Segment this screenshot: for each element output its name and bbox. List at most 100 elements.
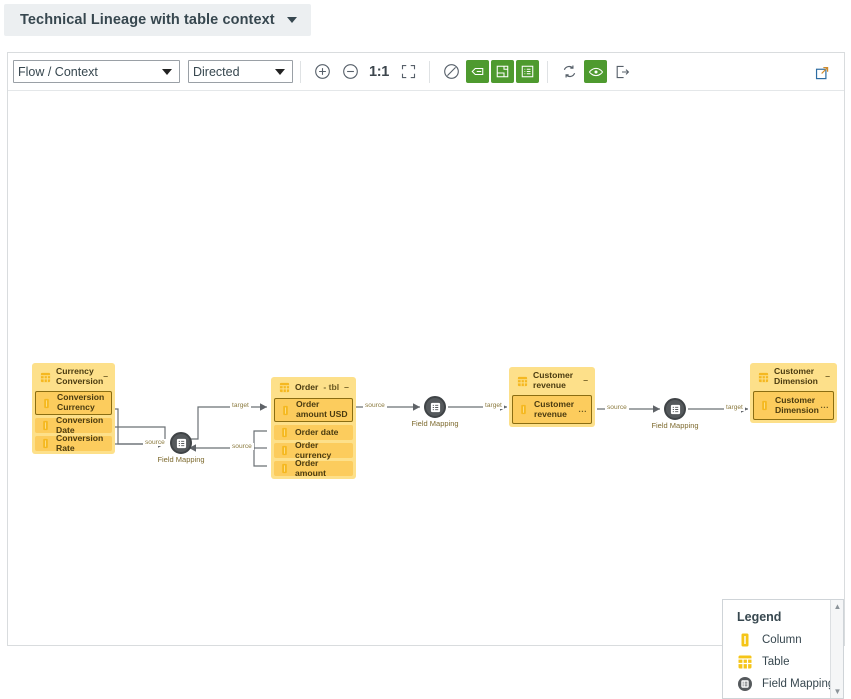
column-row[interactable]: Customer revenue ... — [512, 395, 592, 424]
open-in-new-icon[interactable] — [810, 61, 834, 85]
column-row[interactable]: Order amount USD — [274, 398, 353, 422]
edge-label-target: target — [230, 402, 251, 409]
column-row[interactable]: Customer Dimension ... — [753, 391, 834, 420]
field-mapping-icon — [670, 404, 680, 414]
legend-content: Legend Column Table — [723, 600, 843, 692]
layout-toggle-icon[interactable] — [491, 60, 515, 83]
legend-item-label: Table — [762, 656, 790, 668]
lineage-view-selector[interactable]: Technical Lineage with table context — [4, 4, 311, 36]
table-icon — [738, 655, 752, 669]
column-icon — [44, 398, 49, 408]
chevron-up-icon[interactable]: ▲ — [833, 602, 842, 611]
flow-context-select-wrap: Flow / Context — [13, 60, 180, 83]
field-mapping-icon — [430, 402, 440, 412]
column-name: Customer revenue — [534, 398, 575, 419]
field-mapping-node[interactable] — [424, 396, 446, 418]
column-name: Customer Dimension — [775, 394, 819, 415]
column-row[interactable]: Order amount — [274, 457, 353, 478]
column-icon — [762, 400, 767, 411]
column-row[interactable]: Conversion Currency — [35, 391, 112, 415]
table-icon — [40, 372, 51, 382]
table-node-name: Customer revenue — [533, 370, 574, 390]
column-row[interactable]: Order currency — [274, 439, 353, 460]
table-node-name: Order — [295, 381, 319, 392]
list-toggle-icon[interactable] — [516, 60, 540, 83]
zoom-in-icon[interactable] — [310, 60, 334, 84]
column-row[interactable]: Conversion Date — [35, 414, 112, 435]
field-mapping-icon — [176, 438, 186, 448]
column-name: Order amount USD — [296, 399, 348, 419]
collapse-toggle[interactable]: – — [103, 371, 109, 382]
column-name: Conversion Currency — [57, 392, 105, 412]
toolbar-divider — [429, 60, 431, 83]
edge-label-source: source — [143, 439, 167, 446]
column-name: Conversion Date — [56, 414, 104, 435]
export-icon[interactable] — [610, 60, 634, 84]
fit-to-screen-icon[interactable] — [396, 60, 420, 84]
field-mapping-label: Field Mapping — [651, 421, 699, 430]
column-row[interactable]: Conversion Rate — [35, 432, 112, 453]
edge-label-source: source — [363, 402, 387, 409]
column-overflow[interactable]: ... — [820, 399, 829, 410]
toolbar-divider — [300, 60, 301, 83]
edge-label-target: target — [724, 404, 745, 411]
page-title: Technical Lineage with table context — [20, 12, 275, 28]
field-mapping-icon — [738, 677, 752, 691]
column-row[interactable]: Order date — [274, 425, 353, 440]
column-icon — [282, 463, 287, 474]
chevron-down-icon[interactable]: ▼ — [833, 687, 842, 696]
table-node-name: Customer Dimension — [774, 366, 818, 386]
legend-item-column: Column — [737, 632, 843, 648]
collapse-toggle[interactable]: – — [344, 381, 349, 392]
lineage-panel: Flow / Context Directed 1:1 — [7, 52, 845, 699]
column-icon — [43, 420, 48, 431]
field-mapping-node[interactable] — [664, 398, 686, 420]
lineage-canvas[interactable]: source target source source target sourc… — [8, 91, 844, 645]
collapse-toggle[interactable]: – — [825, 371, 830, 382]
table-node-header[interactable]: Customer revenue – — [512, 370, 592, 392]
edge-label-target: target — [483, 402, 504, 409]
legend-item-label: Column — [762, 634, 802, 646]
table-node-header[interactable]: Order - tbl – — [274, 380, 353, 395]
column-overflow[interactable]: ... — [578, 403, 587, 414]
legend-title: Legend — [737, 610, 782, 624]
table-icon — [517, 376, 528, 386]
table-node-customer-revenue[interactable]: Customer revenue – Customer revenue ... — [509, 367, 595, 427]
table-node-header[interactable]: Customer Dimension – — [753, 366, 834, 388]
legend-panel: Legend Column Table — [722, 599, 844, 699]
lineage-toolbar: Flow / Context Directed 1:1 — [8, 53, 844, 91]
refresh-icon[interactable] — [557, 60, 581, 84]
column-name: Order date — [295, 426, 339, 437]
no-entry-icon[interactable] — [439, 60, 463, 84]
collapse-toggle[interactable]: – — [583, 375, 588, 386]
direction-select[interactable]: Directed — [188, 60, 293, 83]
column-icon — [741, 633, 749, 647]
column-name: Conversion Rate — [56, 432, 104, 453]
table-node-currency-conversion[interactable]: Currency Conversion – Conversion Currenc… — [32, 363, 115, 454]
edge-label-source: source — [230, 443, 254, 450]
legend-scrollbar[interactable]: ▲ ▼ — [830, 600, 843, 698]
column-icon — [283, 405, 288, 415]
visibility-icon[interactable] — [584, 60, 608, 83]
lineage-edges — [109, 403, 748, 467]
legend-item-field-mapping: Field Mapping — [737, 676, 843, 692]
field-mapping-label: Field Mapping — [157, 455, 205, 464]
column-name: Order currency — [295, 439, 332, 460]
zoom-reset-button[interactable]: 1:1 — [369, 63, 390, 80]
chevron-down-icon — [286, 17, 297, 23]
label-toggle-icon[interactable] — [466, 60, 490, 83]
column-icon — [43, 438, 48, 449]
edge-label-source: source — [605, 404, 629, 411]
table-node-order[interactable]: Order - tbl – Order amount USD Order dat… — [271, 377, 356, 479]
zoom-out-icon[interactable] — [338, 60, 362, 84]
table-node-header[interactable]: Currency Conversion – — [35, 366, 112, 388]
column-name: Order amount — [295, 457, 327, 478]
field-mapping-node[interactable] — [170, 432, 192, 454]
table-node-customer-dimension[interactable]: Customer Dimension – Customer Dimension … — [750, 363, 837, 423]
table-icon — [279, 382, 290, 393]
field-mapping-label: Field Mapping — [411, 419, 459, 428]
direction-select-wrap: Directed — [188, 60, 293, 83]
flow-context-select[interactable]: Flow / Context — [13, 60, 180, 83]
column-icon — [282, 445, 287, 456]
table-node-name: Currency Conversion — [56, 366, 104, 386]
